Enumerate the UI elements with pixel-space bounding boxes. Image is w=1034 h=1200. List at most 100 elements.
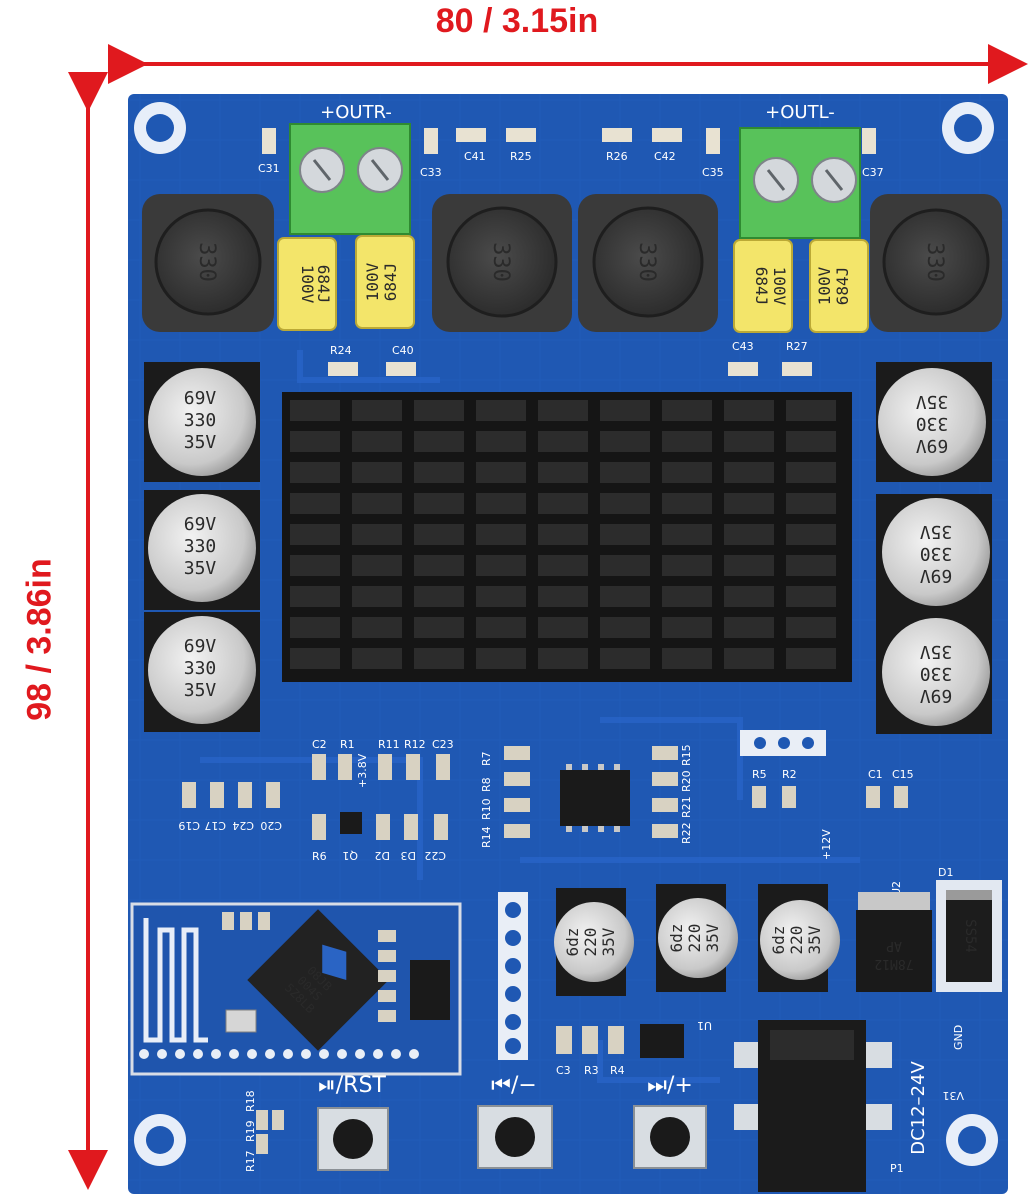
svg-text:C37: C37	[862, 166, 884, 179]
prev-button[interactable]: ⏮/−	[477, 1073, 553, 1169]
svg-text:684J: 684J	[752, 267, 771, 306]
svg-text:P1: P1	[890, 1162, 904, 1175]
inductor: 330	[578, 194, 718, 332]
heatsink-fin	[414, 431, 464, 452]
heatsink-fin	[662, 648, 712, 669]
heatsink-fin	[352, 648, 402, 669]
electrolytic-capacitor: 69V 330 35V	[144, 362, 260, 482]
silkscreen-labels-bottom: C3 R3 R4 R18 R19 R17	[244, 1064, 625, 1172]
heatsink-fin	[600, 648, 650, 669]
rst-button[interactable]: ⏯/RST	[317, 1073, 389, 1171]
svg-text:+12V: +12V	[820, 829, 833, 860]
heatsink-fin	[352, 493, 402, 514]
heatsink-fin	[414, 617, 464, 638]
heatsink-fin	[414, 648, 464, 669]
svg-text:R2: R2	[782, 768, 797, 781]
svg-text:R4: R4	[610, 1064, 625, 1077]
transistor-q1	[340, 812, 362, 834]
heatsink-fin	[600, 493, 650, 514]
heatsink-fin	[600, 586, 650, 607]
heatsink-fin	[538, 462, 588, 483]
svg-text:C15: C15	[892, 768, 914, 781]
svg-text:78M12: 78M12	[874, 956, 913, 971]
svg-text:R25: R25	[510, 150, 532, 163]
svg-text:C22: C22	[424, 849, 446, 862]
heatsink-fin	[290, 400, 340, 421]
svg-text:35V: 35V	[805, 925, 824, 954]
svg-text:R17: R17	[244, 1150, 257, 1172]
electrolytic-capacitor: 69V 330 35V	[876, 362, 992, 482]
terminal-block-left: +OUTL-	[739, 102, 861, 239]
heatsink-fin	[476, 524, 526, 545]
op-amp-chip	[560, 764, 630, 832]
svg-text:69V: 69V	[184, 514, 217, 535]
electrolytic-capacitor: 69V 330 35V	[144, 612, 260, 732]
svg-text:684J: 684J	[314, 265, 333, 304]
voltage-regulator: U2 78M12 AP	[856, 881, 932, 992]
heatsink-fin	[786, 586, 836, 607]
svg-text:69V: 69V	[916, 435, 949, 456]
svg-text:+OUTL-: +OUTL-	[765, 102, 835, 123]
small-electrolytic-capacitor: 6dz 220 35V	[758, 884, 840, 992]
mounting-hole	[942, 102, 994, 154]
heatsink-fin	[724, 586, 774, 607]
heatsink-fin	[352, 555, 402, 576]
svg-text:330: 330	[194, 242, 219, 282]
antenna-trace	[143, 918, 208, 1043]
heatsink-fin	[600, 524, 650, 545]
electrolytic-capacitor: 69V 330 35V	[876, 614, 992, 734]
heatsink-fin	[724, 493, 774, 514]
film-capacitor: 684J 100V	[733, 239, 793, 333]
heatsink-fin	[538, 617, 588, 638]
heatsink-fin	[290, 617, 340, 638]
svg-text:220: 220	[581, 928, 600, 957]
svg-text:6dz: 6dz	[769, 926, 788, 955]
svg-text:35V: 35V	[599, 927, 618, 956]
heatsink-fin	[600, 617, 650, 638]
next-button[interactable]: ⏭/+	[633, 1073, 707, 1169]
heatsink-fin	[414, 524, 464, 545]
heatsink-fin	[414, 493, 464, 514]
heatsink-fin	[786, 648, 836, 669]
electrolytic-capacitor: 69V 330 35V	[876, 494, 992, 614]
svg-text:C35: C35	[702, 166, 724, 179]
heatsink-fin	[290, 462, 340, 483]
heatsink-fin	[476, 648, 526, 669]
heatsink-fin	[724, 431, 774, 452]
svg-text:Q1: Q1	[342, 849, 358, 862]
heatsink-fin	[786, 617, 836, 638]
svg-text:684J: 684J	[833, 267, 852, 306]
svg-text:35V: 35V	[916, 391, 949, 412]
svg-text:R27: R27	[786, 340, 808, 353]
heatsink-fin	[352, 617, 402, 638]
heatsink-fin	[538, 493, 588, 514]
svg-text:330: 330	[184, 410, 217, 431]
svg-text:R22: R22	[680, 822, 693, 844]
bluetooth-module: 08JB 004S 5Z8LB	[130, 902, 462, 1076]
bluetooth-chip: 08JB 004S 5Z8LB	[247, 909, 389, 1051]
svg-text:R26: R26	[606, 150, 628, 163]
svg-text:100V: 100V	[770, 267, 789, 306]
svg-text:R18: R18	[244, 1090, 257, 1112]
heatsink-fin	[662, 586, 712, 607]
svg-text:R5: R5	[752, 768, 767, 781]
terminal-block-right: +OUTR-	[289, 102, 411, 235]
heatsink-fin	[724, 524, 774, 545]
heatsink-fin	[352, 431, 402, 452]
svg-text:69V: 69V	[920, 565, 953, 586]
svg-text:35V: 35V	[920, 641, 953, 662]
width-dimension-label: 80 / 3.15in	[435, 2, 599, 40]
heatsink-fin	[290, 648, 340, 669]
heatsink	[282, 392, 852, 682]
heatsink-fin	[600, 555, 650, 576]
heatsink-fin	[290, 524, 340, 545]
regulator-u1: U1	[640, 1019, 712, 1058]
svg-text:R7: R7	[480, 751, 493, 766]
svg-text:C43: C43	[732, 340, 754, 353]
svg-text:D2: D2	[375, 849, 390, 862]
svg-text:35V: 35V	[184, 680, 217, 701]
svg-text:330: 330	[920, 663, 953, 684]
heatsink-fin	[414, 555, 464, 576]
svg-text:C1: C1	[868, 768, 883, 781]
